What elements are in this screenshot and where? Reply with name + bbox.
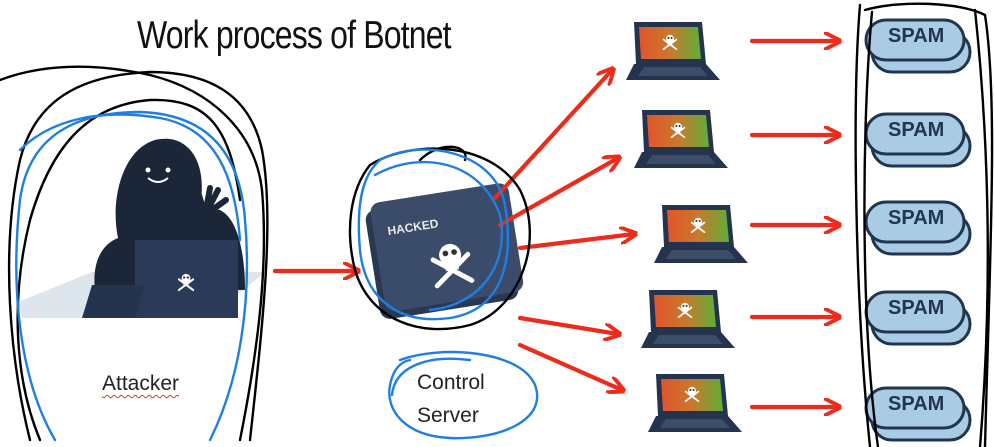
server-label-line1: Control (417, 371, 485, 394)
server-to-bot-3-arrow (517, 234, 634, 251)
spam-label: SPAM (888, 393, 944, 415)
connection-arrows (272, 41, 838, 407)
laptop-icon (641, 290, 735, 348)
server-to-bot-2-arrow (497, 158, 618, 228)
spam-label: SPAM (888, 207, 944, 229)
server-to-bot-4-arrow (517, 315, 618, 334)
server-to-bot-1-arrow (492, 70, 612, 201)
spam-label: SPAM (888, 25, 944, 47)
server-label-line2: Server (417, 404, 479, 427)
spam-label: SPAM (888, 297, 944, 319)
attacker-label: Attacker (102, 372, 180, 395)
laptop-icon (648, 374, 742, 432)
attacker-figure (18, 138, 265, 318)
laptop-icon (634, 110, 728, 168)
spam-column: SPAM SPAM SPAM SPAM SPAM (864, 18, 972, 442)
bots-column (626, 22, 748, 432)
diagram-title: Work process of Botnet (137, 14, 452, 57)
spam-label: SPAM (888, 119, 944, 141)
laptop-icon (626, 22, 720, 80)
laptop-icon (654, 205, 748, 263)
server-to-bot-5-arrow (517, 342, 622, 390)
